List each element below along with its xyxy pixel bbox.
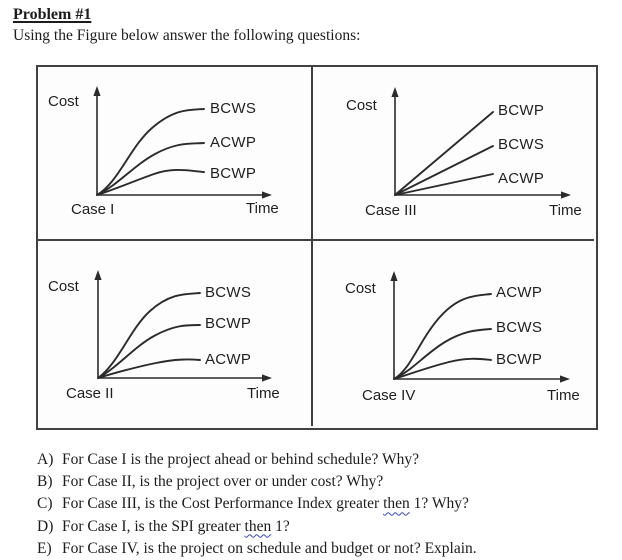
question-letter: C)	[37, 495, 53, 513]
question-text: For Case I is the project ahead or behin…	[62, 449, 597, 471]
curve-label: BCWP	[498, 102, 545, 119]
x-axis-arrow-icon	[560, 375, 570, 383]
question-text: For Case III, is the Cost Performance In…	[62, 493, 597, 515]
question-text-part: For Case I is the project ahead or behin…	[62, 451, 419, 468]
figure-panel: Cost BCWS ACWP BCWP Case I Time Cost BCW…	[36, 65, 598, 430]
question-letter: E)	[37, 539, 52, 557]
case2-curve-acwp	[97, 358, 201, 379]
question-letter: D)	[37, 517, 54, 535]
x-axis-arrow-icon	[262, 374, 272, 382]
y-axis-arrow-icon	[390, 271, 398, 281]
case3-curve-bcwp	[394, 111, 494, 196]
question-text: For Case IV, is the project on schedule …	[62, 538, 597, 560]
curve-label: BCWS	[205, 284, 252, 301]
question-text-part: For Case III, is the Cost Performance In…	[62, 495, 384, 513]
curve-label: BCWP	[496, 351, 543, 368]
question-list: A) For Case I is the project ahead or be…	[37, 449, 597, 560]
time-label: Time	[547, 387, 580, 404]
case-label: Case I	[71, 201, 115, 218]
case2-curve-bcwp	[97, 324, 201, 379]
case1-curve-bcwp	[96, 169, 205, 196]
curve-label: ACWP	[498, 170, 545, 187]
time-label: Time	[247, 385, 280, 402]
question-text: For Case II, is the project over or unde…	[62, 471, 597, 493]
case-label: Case III	[365, 202, 417, 219]
quadrant-case-1: Cost BCWS ACWP BCWP Case I Time	[38, 67, 313, 241]
quadrant-case-4: Cost ACWP BCWS BCWP Case IV Time	[313, 241, 594, 426]
case4-plot	[390, 271, 570, 383]
question-text: For Case I, is the SPI greater then 1?	[62, 516, 597, 538]
curve-label: BCWS	[210, 100, 257, 117]
question-b: B) For Case II, is the project over or u…	[37, 471, 597, 493]
curve-label: ACWP	[496, 284, 543, 301]
case3-plot	[391, 87, 571, 199]
curve-label: BCWS	[496, 319, 543, 336]
case2-plot	[94, 270, 272, 382]
case-label: Case II	[66, 385, 114, 402]
question-text-part: For Case I, is the SPI greater	[62, 517, 245, 535]
question-text-part: For Case IV, is the project on schedule …	[62, 539, 477, 557]
question-c: C) For Case III, is the Cost Performance…	[37, 493, 597, 515]
quadrant-case-3: Cost BCWP BCWS ACWP Case III Time	[313, 67, 594, 241]
cost-label: Cost	[345, 280, 376, 297]
case2-curve-bcws	[97, 292, 201, 379]
page-title: Problem #1	[13, 6, 92, 23]
grammar-flagged-word: then	[244, 517, 272, 535]
y-axis-arrow-icon	[391, 87, 399, 97]
case4-curve-bcws	[393, 328, 492, 380]
question-text-part: 1?	[271, 517, 290, 535]
case1-curve-acwp	[96, 142, 205, 196]
case3-curve-acwp	[394, 173, 494, 196]
curve-label: BCWP	[205, 315, 252, 332]
case1-curve-bcws	[96, 108, 205, 196]
y-axis-arrow-icon	[94, 270, 102, 280]
question-d: D) For Case I, is the SPI greater then 1…	[37, 516, 597, 538]
question-text-part: 1? Why?	[409, 495, 469, 513]
curve-label: BCWS	[498, 136, 545, 153]
question-a: A) For Case I is the project ahead or be…	[37, 449, 597, 471]
case4-curve-bcwp	[393, 357, 492, 380]
y-axis-arrow-icon	[93, 86, 101, 96]
curve-label: ACWP	[210, 134, 257, 151]
case4-curve-acwp	[393, 293, 492, 380]
question-letter: A)	[37, 451, 54, 468]
quadrant-case-2: Cost BCWS BCWP ACWP Case II Time	[38, 241, 313, 426]
x-axis-arrow-icon	[262, 191, 272, 199]
x-axis-arrow-icon	[561, 191, 571, 199]
case-label: Case IV	[362, 387, 416, 404]
curve-label: ACWP	[205, 351, 252, 368]
case3-curve-bcws	[394, 145, 494, 196]
question-text-part: For Case II, is the project over or unde…	[62, 473, 384, 491]
cost-label: Cost	[48, 278, 79, 295]
question-e: E) For Case IV, is the project on schedu…	[37, 538, 597, 560]
intro-text: Using the Figure below answer the follow…	[13, 27, 361, 44]
curve-label: BCWP	[210, 165, 257, 182]
time-label: Time	[246, 200, 279, 217]
question-letter: B)	[37, 473, 53, 491]
grammar-flagged-word: then	[383, 495, 410, 513]
cost-label: Cost	[346, 97, 377, 114]
cost-label: Cost	[48, 93, 79, 110]
time-label: Time	[549, 202, 582, 219]
case1-plot	[93, 86, 272, 199]
